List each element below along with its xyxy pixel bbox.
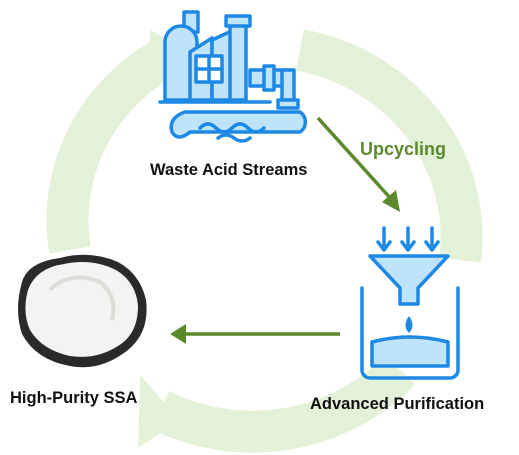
cycle-arc-top-right xyxy=(295,29,483,263)
factory-wastewater-icon xyxy=(158,10,308,143)
funnel-filtration-icon xyxy=(360,226,460,380)
cycle-arrowhead-bottom xyxy=(138,375,180,448)
input-arrows xyxy=(376,226,440,252)
cycle-arc-left xyxy=(46,42,172,254)
white-powder-pile-icon xyxy=(18,254,147,368)
node-label-purification: Advanced Purification xyxy=(310,395,485,413)
arrowhead-purification-to-product xyxy=(170,324,186,344)
cycle-arc-bottom xyxy=(150,355,416,453)
edge-label-upcycling: Upcycling xyxy=(360,139,447,159)
flow-arrows xyxy=(170,116,400,344)
arrowhead-waste-to-purification xyxy=(382,190,400,212)
node-label-waste: Waste Acid Streams xyxy=(150,161,308,179)
cycle-arrows-background xyxy=(46,29,483,453)
node-label-product: High-Purity SSA xyxy=(10,389,138,407)
arrow-waste-to-purification xyxy=(316,116,394,202)
